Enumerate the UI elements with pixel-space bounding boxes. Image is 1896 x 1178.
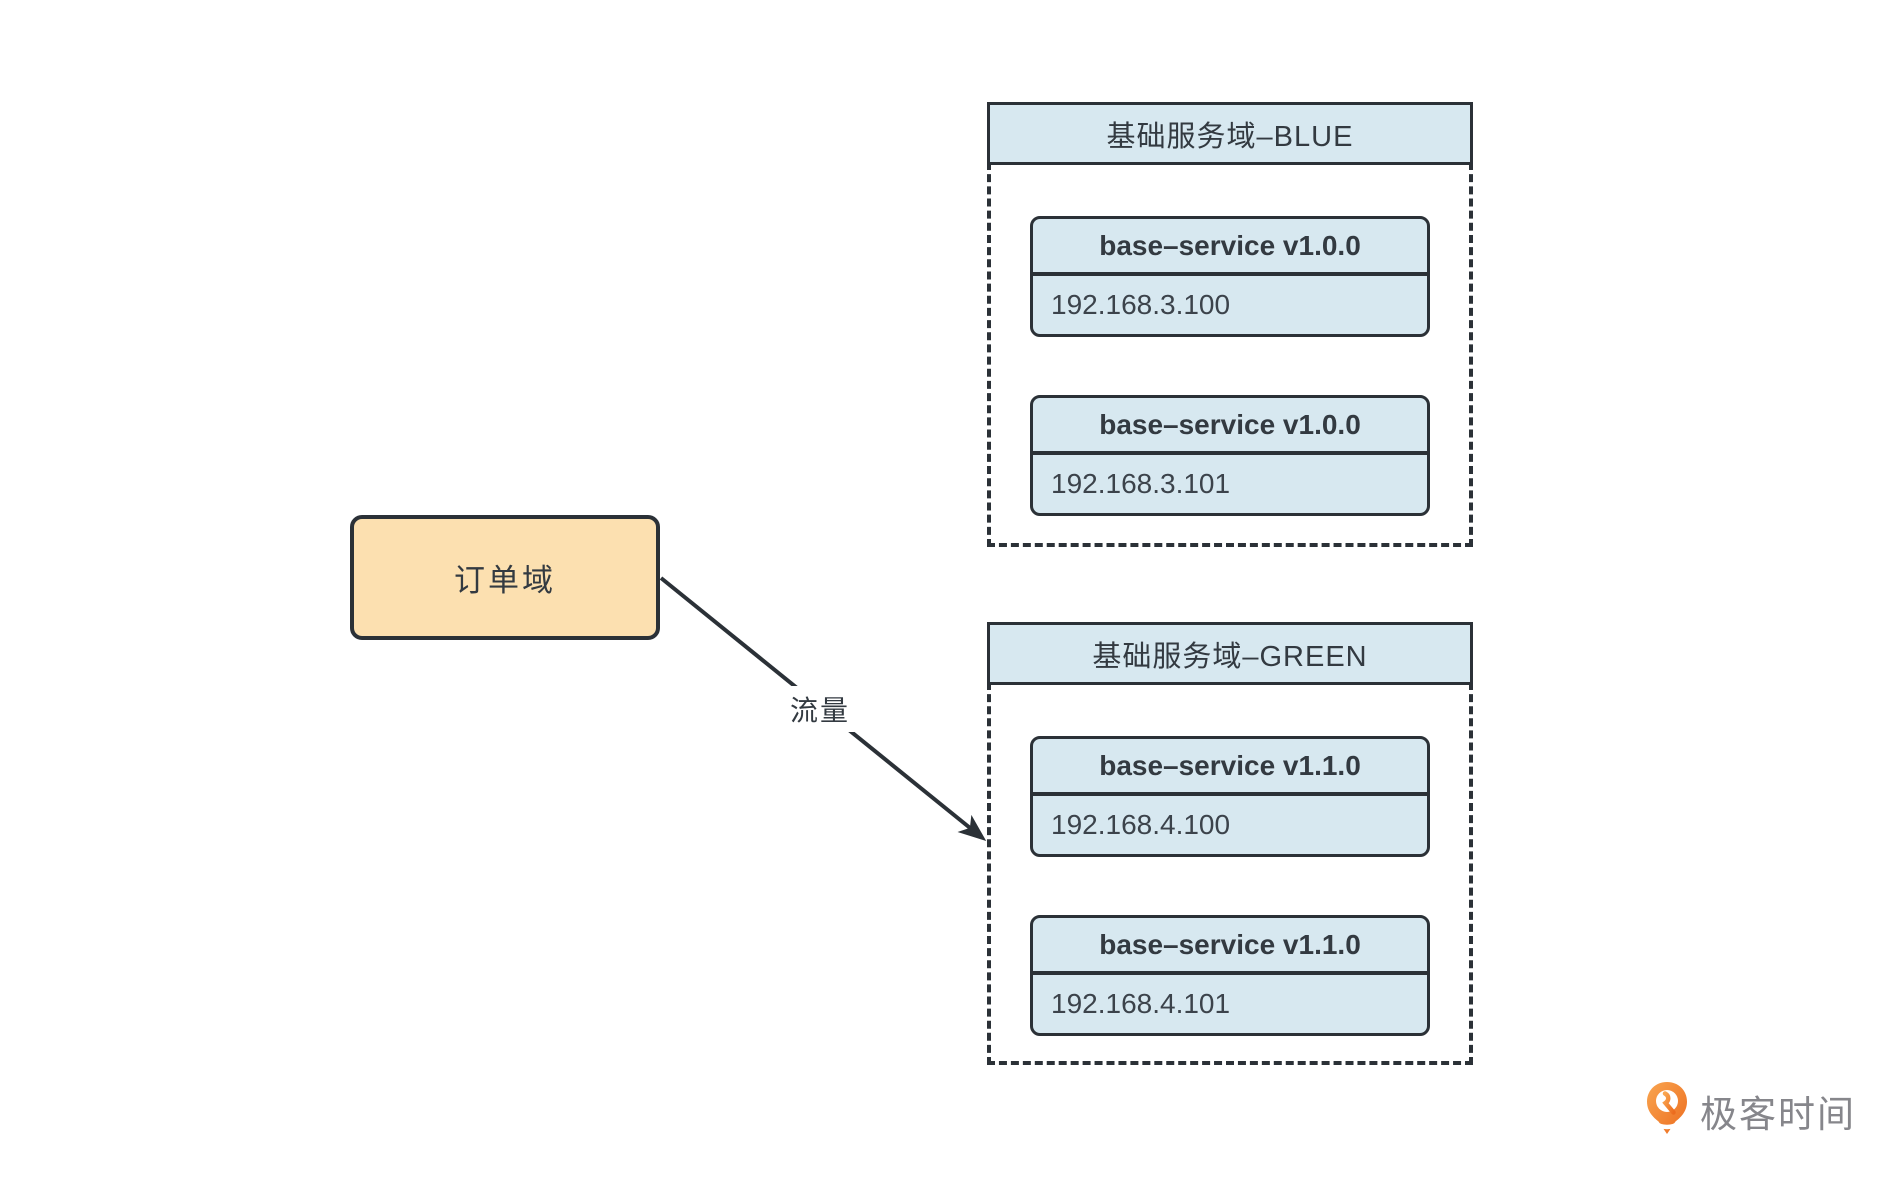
service-name: base–service v1.0.0 <box>1033 398 1427 455</box>
service-instance: base–service v1.1.0 192.168.4.100 <box>1030 736 1430 857</box>
service-instance: base–service v1.0.0 192.168.3.100 <box>1030 216 1430 337</box>
brand-text: 极客时间 <box>1700 1094 1856 1135</box>
order-domain-box: 订单域 <box>350 515 660 640</box>
service-name: base–service v1.1.0 <box>1033 739 1427 796</box>
service-instance: base–service v1.1.0 192.168.4.101 <box>1030 915 1430 1036</box>
service-ip: 192.168.4.100 <box>1051 808 1231 840</box>
service-group-green-title: 基础服务域–GREEN <box>987 622 1473 685</box>
service-name: base–service v1.0.0 <box>1033 219 1427 276</box>
service-ip: 192.168.3.101 <box>1051 467 1231 499</box>
traffic-arrow-label: 流量 <box>766 686 874 732</box>
service-group-green-body <box>987 682 1473 1065</box>
brand-watermark: 极客时间 <box>1645 1080 1856 1142</box>
service-ip: 192.168.4.101 <box>1051 987 1231 1019</box>
service-name: base–service v1.1.0 <box>1033 918 1427 975</box>
geektime-logo-icon <box>1647 1082 1687 1134</box>
service-group-green: 基础服务域–GREEN base–service v1.1.0 192.168.… <box>987 622 1473 1065</box>
service-ip: 192.168.3.100 <box>1051 288 1231 320</box>
service-group-blue: 基础服务域–BLUE base–service v1.0.0 192.168.3… <box>987 102 1473 547</box>
service-group-blue-title: 基础服务域–BLUE <box>987 102 1473 165</box>
order-domain-label: 订单域 <box>454 563 556 598</box>
service-instance: base–service v1.0.0 192.168.3.101 <box>1030 395 1430 516</box>
service-group-blue-body <box>987 162 1473 547</box>
